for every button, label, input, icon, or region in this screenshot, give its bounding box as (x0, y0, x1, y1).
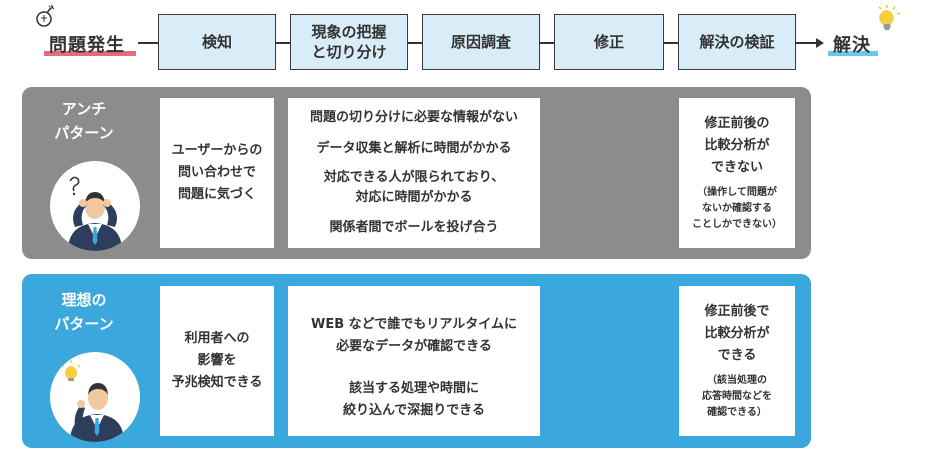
ideal-pattern-title: 理想の パターン (54, 291, 114, 333)
anti-detect-card: ユーザーからの 問い合わせで 問題に気づく (160, 98, 274, 248)
flow-connector (408, 42, 422, 44)
end-underline (828, 51, 878, 56)
bomb-icon (36, 4, 55, 27)
step-investigate: 原因調査 (422, 14, 540, 70)
start-underline (44, 51, 136, 56)
end-label: 解決 (833, 35, 871, 56)
ideal-point: WEB などで誰でもリアルタイムに 必要なデータが確認できる (310, 317, 517, 354)
flow-connector (540, 42, 554, 44)
arrow-right-icon (796, 38, 824, 48)
step-isolate: 現象の把握 と切り分け (290, 14, 408, 70)
anti-verify-card: 修正前後の 比較分析が できない （操作して問題が ないか確認する ことしかでき… (679, 98, 795, 248)
flow-connector (664, 42, 678, 44)
step-fix: 修正 (554, 14, 664, 70)
lightbulb-icon (878, 5, 901, 30)
ideal-pattern-panel: 理想の パターン 利用者への 影響を 予兆検知できる WEB などで誰でもリアル… (22, 274, 811, 448)
ideal-issues-card: WEB などで誰でもリアルタイムに 必要なデータが確認できる 該当する処理や時間… (288, 286, 540, 436)
step-detect: 検知 (158, 14, 276, 70)
anti-issue: 関係者間でボールを投げ合う (329, 219, 499, 235)
flow-connector (138, 42, 158, 44)
ideal-verify-card: 修正前後で 比較分析が できる （該当処理の 応答時間などを 確認できる） (679, 286, 795, 436)
ideal-detect-text: 利用者への 影響を 予兆検知できる (171, 331, 263, 390)
ideal-detect-card: 利用者への 影響を 予兆検知できる (160, 286, 274, 436)
anti-issue: 問題の切り分けに必要な情報がない (309, 110, 518, 125)
anti-issue: データ収集と解析に時間がかかる (316, 140, 512, 156)
idea-person-icon (50, 352, 140, 442)
start-label: 問題発生 (49, 35, 125, 56)
ideal-verify-note: （該当処理の 応答時間などを 確認できる） (702, 375, 772, 418)
confused-person-icon (50, 161, 140, 251)
flow-connector (276, 42, 290, 44)
ideal-point: 該当する処理や時間に 絞り込んで深掘りできる (342, 381, 486, 418)
anti-verify-note: （操作して問題が ないか確認する ことしかできない） (692, 187, 782, 230)
anti-issues-card: 問題の切り分けに必要な情報がない データ収集と解析に時間がかかる 対応できる人が… (288, 98, 540, 248)
step-verify: 解決の検証 (678, 14, 796, 70)
anti-pattern-panel: アンチ パターン ユーザーからの 問い合わせで 問題に気づく 問題の切り分けに必… (22, 87, 811, 259)
anti-detect-text: ユーザーからの 問い合わせで 問題に気づく (171, 143, 263, 202)
anti-issue: 対応できる人が限られており、 対応に時間がかかる (323, 170, 505, 206)
ideal-verify-text: 修正前後で 比較分析が できる (704, 304, 770, 363)
anti-pattern-title: アンチ パターン (54, 100, 114, 142)
anti-verify-text: 修正前後の 比較分析が できない (704, 116, 770, 175)
